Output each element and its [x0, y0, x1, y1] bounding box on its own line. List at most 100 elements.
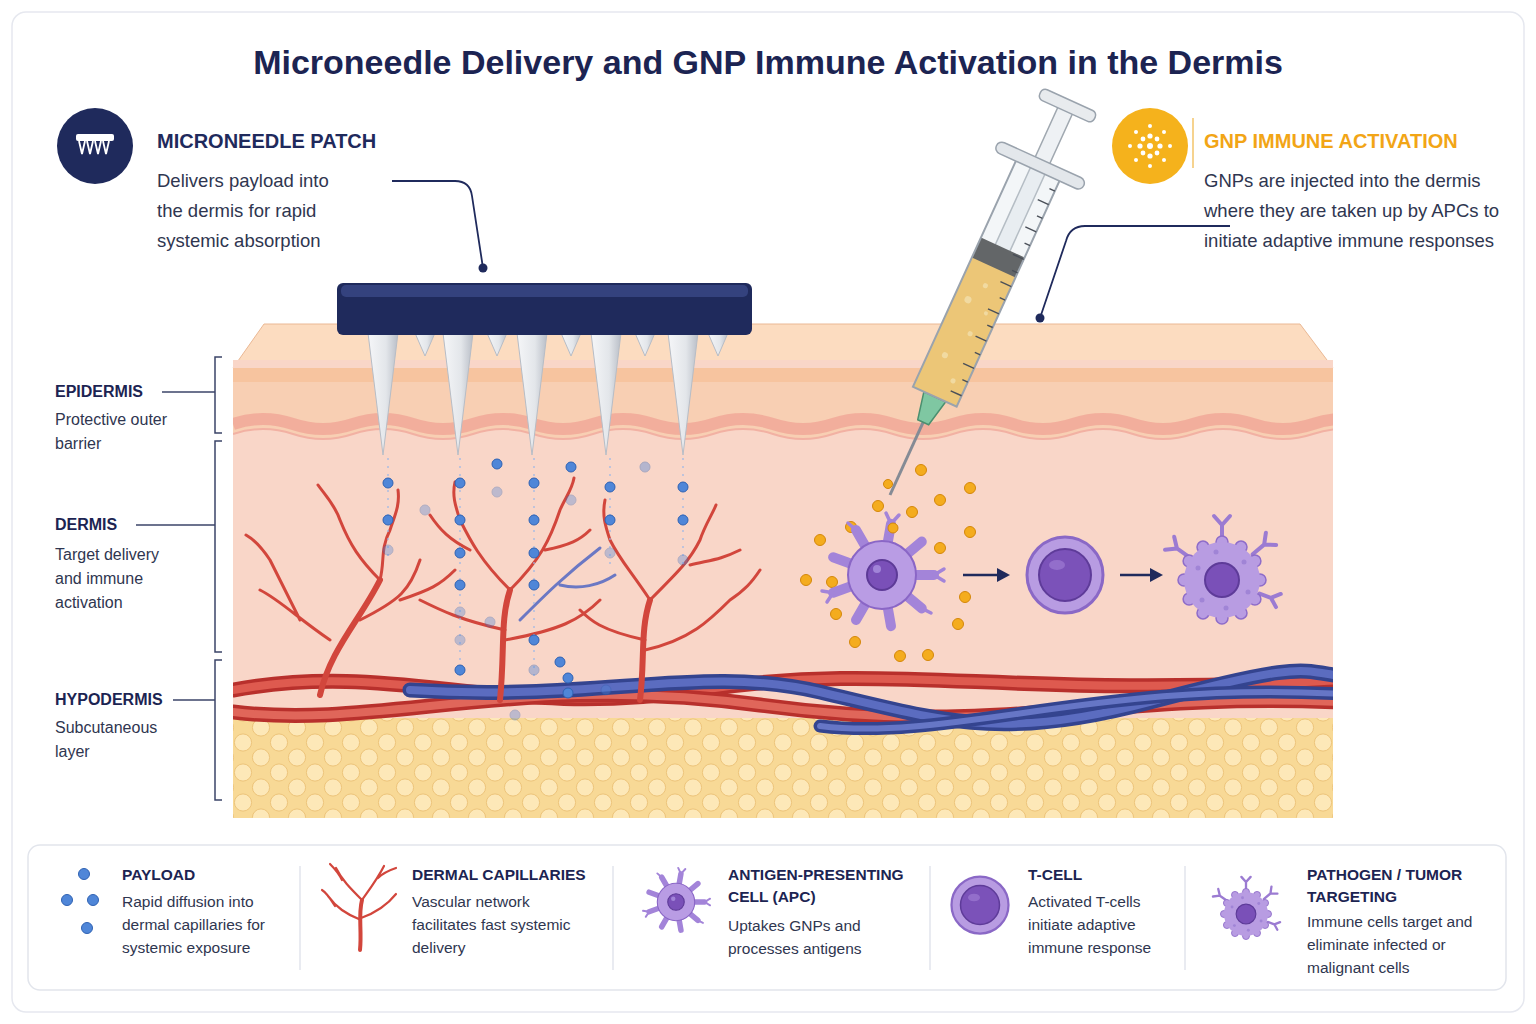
- layer-description: Subcutaneous layer: [55, 716, 167, 764]
- syringe: [1025, 243, 1030, 245]
- legend-description: Vascular network facilitates fast system…: [412, 890, 597, 959]
- gold-nanoparticle: [873, 501, 884, 512]
- flow-arrow: [1120, 574, 1153, 577]
- payload-dot: [605, 548, 615, 558]
- payload-dot: [383, 478, 393, 488]
- gnp-icon: [1137, 143, 1142, 148]
- syringe: [890, 420, 924, 495]
- gold-nanoparticle: [850, 637, 861, 648]
- legend-apc-swatch: [643, 868, 710, 930]
- microneedle-patch: [368, 333, 398, 455]
- payload-dot: [455, 548, 465, 558]
- legend-tcell-swatch: [952, 877, 1009, 934]
- payload-trails: [533, 458, 535, 680]
- layer-bracket: [162, 391, 215, 393]
- payload-dot: [485, 617, 495, 627]
- syringe: [1038, 200, 1049, 205]
- microneedle-patch: [668, 333, 698, 455]
- layer-bracket: [173, 699, 215, 701]
- blood-vessels: [233, 671, 1333, 729]
- gold-nanoparticle: [827, 577, 838, 588]
- legend-capillary-swatch: [322, 864, 396, 920]
- gnp-icon: [1147, 143, 1153, 149]
- dermal-capillaries: [246, 485, 455, 640]
- flow-arrow: [963, 574, 1000, 577]
- blood-vessels: [820, 692, 1333, 729]
- layer-description: Protective outer barrier: [55, 408, 195, 456]
- payload-dot: [605, 515, 615, 525]
- microneedle-patch: [443, 333, 473, 455]
- legend-pathogen-swatch: [1213, 877, 1280, 940]
- syringe: [975, 352, 980, 354]
- gnp-icon: [1134, 158, 1138, 162]
- syringe: [1012, 270, 1017, 272]
- leader-dot: [479, 264, 488, 273]
- payload-dot: [383, 515, 393, 525]
- leader-dot: [479, 264, 1045, 323]
- payload-dot: [555, 657, 565, 667]
- legend-heading: PAYLOAD: [122, 864, 292, 886]
- page-frame: [12, 12, 1524, 1012]
- gold-nanoparticle: [935, 543, 946, 554]
- leader-dot: [1036, 314, 1045, 323]
- patch-icon: [57, 108, 133, 184]
- blood-vessels: [820, 692, 1333, 729]
- gold-nanoparticle: [884, 480, 893, 489]
- legend-panel: [28, 845, 1506, 990]
- gold-nanoparticle: [801, 465, 976, 662]
- gnp-icon: [1141, 151, 1146, 156]
- layer-name: HYPODERMIS: [55, 690, 205, 710]
- payload-dot: [455, 635, 465, 645]
- syringe: [1000, 298, 1005, 300]
- callout-heading: GNP IMMUNE ACTIVATION: [1204, 128, 1514, 154]
- legend-description: Activated T-cells initiate adaptive immu…: [1028, 890, 1178, 959]
- gnp-icon: [1128, 124, 1172, 168]
- leader-line: [392, 181, 483, 268]
- payload-dot: [455, 478, 465, 488]
- gnp-icon: [1148, 124, 1152, 128]
- layer-bracket: [215, 660, 222, 800]
- legend-payload-swatch: [82, 923, 93, 934]
- gold-nanoparticle: [935, 495, 946, 506]
- dermal-capillaries: [420, 478, 600, 640]
- gnp-icon: [1148, 164, 1152, 168]
- microneedle-patch: [341, 285, 748, 297]
- syringe: [987, 325, 992, 327]
- microneedle-patch: [337, 283, 752, 455]
- gnp-icon: [1157, 143, 1162, 148]
- payload-dot: [640, 462, 650, 472]
- legend-description: Uptakes GNPs and processes antigens: [728, 914, 906, 960]
- gnp-icon: [1155, 137, 1160, 142]
- patch-icon: [57, 108, 133, 184]
- microneedle-patch: [487, 333, 507, 356]
- gold-nanoparticle: [923, 650, 934, 661]
- gnp-icon: [1155, 151, 1160, 156]
- payload-dot: [529, 635, 539, 645]
- leader-line: [1040, 226, 1230, 318]
- legend-description: Immune cells target and eliminate infect…: [1307, 910, 1485, 979]
- layer-name: EPIDERMIS: [55, 382, 205, 402]
- dermal-capillaries: [246, 478, 760, 700]
- pathogen-cell: [1165, 516, 1281, 624]
- payload-dot: [455, 665, 465, 675]
- gnp-icon: [1112, 108, 1188, 184]
- gnp-icon: [1162, 158, 1166, 162]
- dermis-edge: [233, 429, 1333, 439]
- legend-divider: [612, 866, 614, 970]
- layer-description: Target delivery and immune activation: [55, 543, 180, 615]
- diagram-title: Microneedle Delivery and GNP Immune Acti…: [0, 40, 1536, 84]
- microneedle-patch: [708, 333, 728, 356]
- payload-dot: [529, 515, 539, 525]
- syringe: [963, 363, 974, 368]
- payload-dot: [678, 515, 688, 525]
- gold-nanoparticle: [916, 465, 927, 476]
- payload-dot: [420, 505, 430, 515]
- legend-divider: [299, 866, 301, 970]
- payload-dot: [492, 459, 502, 469]
- syringe: [988, 309, 999, 314]
- layer-bracket: [136, 524, 215, 526]
- payload-dot: [383, 459, 688, 720]
- gold-nanoparticle: [801, 575, 812, 586]
- layer-bracket: [215, 441, 222, 652]
